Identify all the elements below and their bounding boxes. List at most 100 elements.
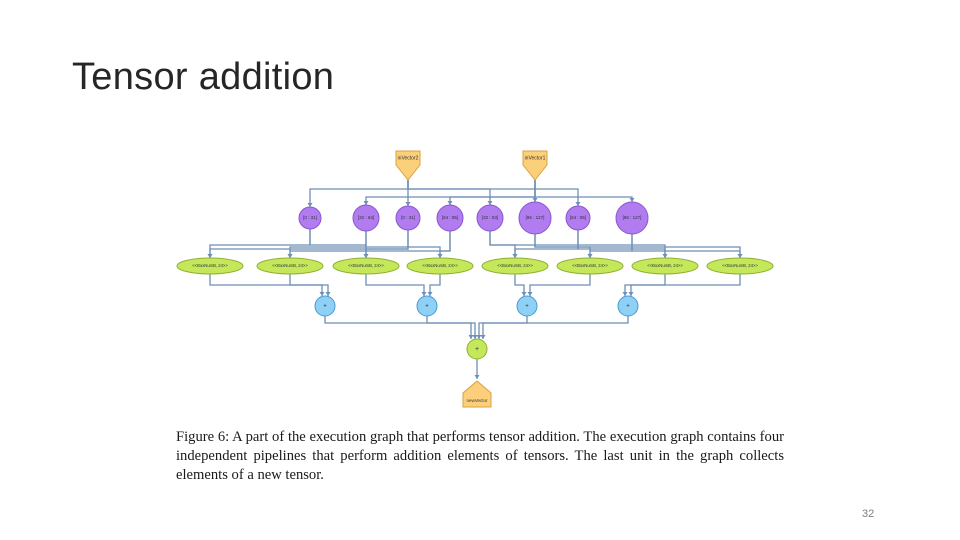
edge-arrowhead — [363, 201, 369, 205]
edge-input-to-split — [407, 180, 579, 206]
edge-split-to-green — [439, 231, 451, 258]
page-number: 32 — [862, 508, 875, 520]
edge-arrowhead — [737, 254, 743, 258]
edge-input-to-split — [449, 180, 536, 205]
edge-arrowhead — [480, 335, 486, 339]
output-node — [462, 380, 492, 408]
split-node — [518, 201, 552, 235]
split-node — [565, 205, 591, 231]
edge-arrowhead — [207, 254, 213, 258]
type-conversion-node — [256, 257, 324, 275]
adder-node — [416, 295, 438, 317]
edge-green-to-adder — [289, 274, 329, 296]
type-conversion-node-label: <<BoxNumB, 24>> — [192, 263, 228, 268]
edge-arrowhead — [468, 335, 474, 339]
input-node-label: inVector1 — [525, 155, 546, 161]
edge-split-to-green — [589, 234, 633, 258]
edge-adder-to-collector — [324, 316, 472, 339]
edge-arrowhead — [427, 292, 433, 296]
type-conversion-node-label: <<BoxNumB, 24>> — [348, 263, 384, 268]
input-node — [522, 150, 548, 181]
type-conversion-node-label: <<BoxNumB, 24>> — [647, 263, 683, 268]
split-node-label: [96 : 127] — [623, 215, 642, 220]
type-conversion-node-label: <<BoxNumB, 24>> — [422, 263, 458, 268]
slide-title: Tensor addition — [72, 56, 335, 98]
split-node — [436, 204, 464, 232]
edge-arrowhead — [421, 292, 427, 296]
edge-arrowhead — [447, 201, 453, 205]
type-conversion-node — [332, 257, 400, 275]
edge-arrowhead — [628, 292, 634, 296]
split-node-label: [32 : 63] — [358, 215, 374, 220]
type-conversion-node — [176, 257, 244, 275]
collector-node — [466, 338, 488, 360]
edge-arrowhead — [527, 292, 533, 296]
edge-green-to-adder — [429, 274, 441, 296]
edge-arrowhead — [487, 201, 493, 205]
split-node-label: [0 : 31] — [401, 215, 415, 220]
edge-green-to-adder — [529, 274, 591, 296]
adder-node-label: + — [525, 304, 529, 310]
edge-arrowhead — [575, 202, 581, 206]
split-node — [615, 201, 649, 235]
edge-arrowhead — [622, 292, 628, 296]
edge-input-to-split — [309, 180, 409, 207]
edge-adder-to-collector — [478, 316, 528, 339]
edge-split-to-green — [309, 229, 367, 258]
output-node-label: newVector — [466, 398, 488, 403]
edge-arrowhead — [532, 198, 538, 202]
type-conversion-node-label: <<BoxNumB, 24>> — [272, 263, 308, 268]
type-conversion-node — [406, 257, 474, 275]
edge-green-to-adder — [630, 274, 741, 296]
edge-adder-to-collector — [482, 316, 629, 339]
adder-node — [617, 295, 639, 317]
split-node-label: [96 : 127] — [526, 215, 545, 220]
collector-node-label: + — [475, 346, 479, 353]
edge-arrowhead — [476, 335, 482, 339]
split-node — [476, 204, 504, 232]
split-node — [352, 204, 380, 232]
edge-arrowhead — [325, 292, 331, 296]
edge-green-to-adder — [514, 274, 525, 296]
edge-arrowhead — [521, 292, 527, 296]
edge-arrowhead — [474, 375, 480, 379]
split-node — [298, 206, 322, 230]
edge-adder-to-collector — [426, 316, 476, 339]
adder-node — [314, 295, 336, 317]
edge-arrowhead — [437, 254, 443, 258]
edge-split-to-green — [365, 231, 441, 258]
edge-split-to-green — [534, 234, 741, 258]
edge-arrowhead — [319, 292, 325, 296]
edge-green-to-adder — [365, 274, 425, 296]
split-node-label: [32 : 63] — [482, 215, 498, 220]
edge-split-to-green — [577, 230, 666, 258]
edge-arrowhead — [629, 198, 635, 202]
adder-node-label: + — [323, 304, 327, 310]
split-node-label: [0 : 31] — [303, 215, 317, 220]
type-conversion-node — [706, 257, 774, 275]
split-node-label: [64 : 95] — [570, 215, 586, 220]
edge-arrowhead — [363, 254, 369, 258]
adder-node — [516, 295, 538, 317]
edge-arrowhead — [287, 254, 293, 258]
edge-arrowhead — [662, 254, 668, 258]
split-node-label: [64 : 95] — [442, 215, 458, 220]
edge-split-to-green — [365, 230, 409, 258]
type-conversion-node — [631, 257, 699, 275]
edge-split-to-green — [631, 234, 741, 258]
type-conversion-node — [481, 257, 549, 275]
edge-arrowhead — [405, 202, 411, 206]
type-conversion-node — [556, 257, 624, 275]
edge-arrowhead — [307, 203, 313, 207]
adder-node-label: + — [425, 304, 429, 310]
split-node — [395, 205, 421, 231]
input-node — [395, 150, 421, 181]
adder-node-label: + — [626, 304, 630, 310]
graph-edges — [207, 180, 743, 379]
type-conversion-node-label: <<BoxNumB, 24>> — [572, 263, 608, 268]
type-conversion-node-label: <<BoxNumB, 24>> — [722, 263, 758, 268]
type-conversion-node-label: <<BoxNumB, 24>> — [497, 263, 533, 268]
edge-green-to-adder — [209, 274, 323, 296]
